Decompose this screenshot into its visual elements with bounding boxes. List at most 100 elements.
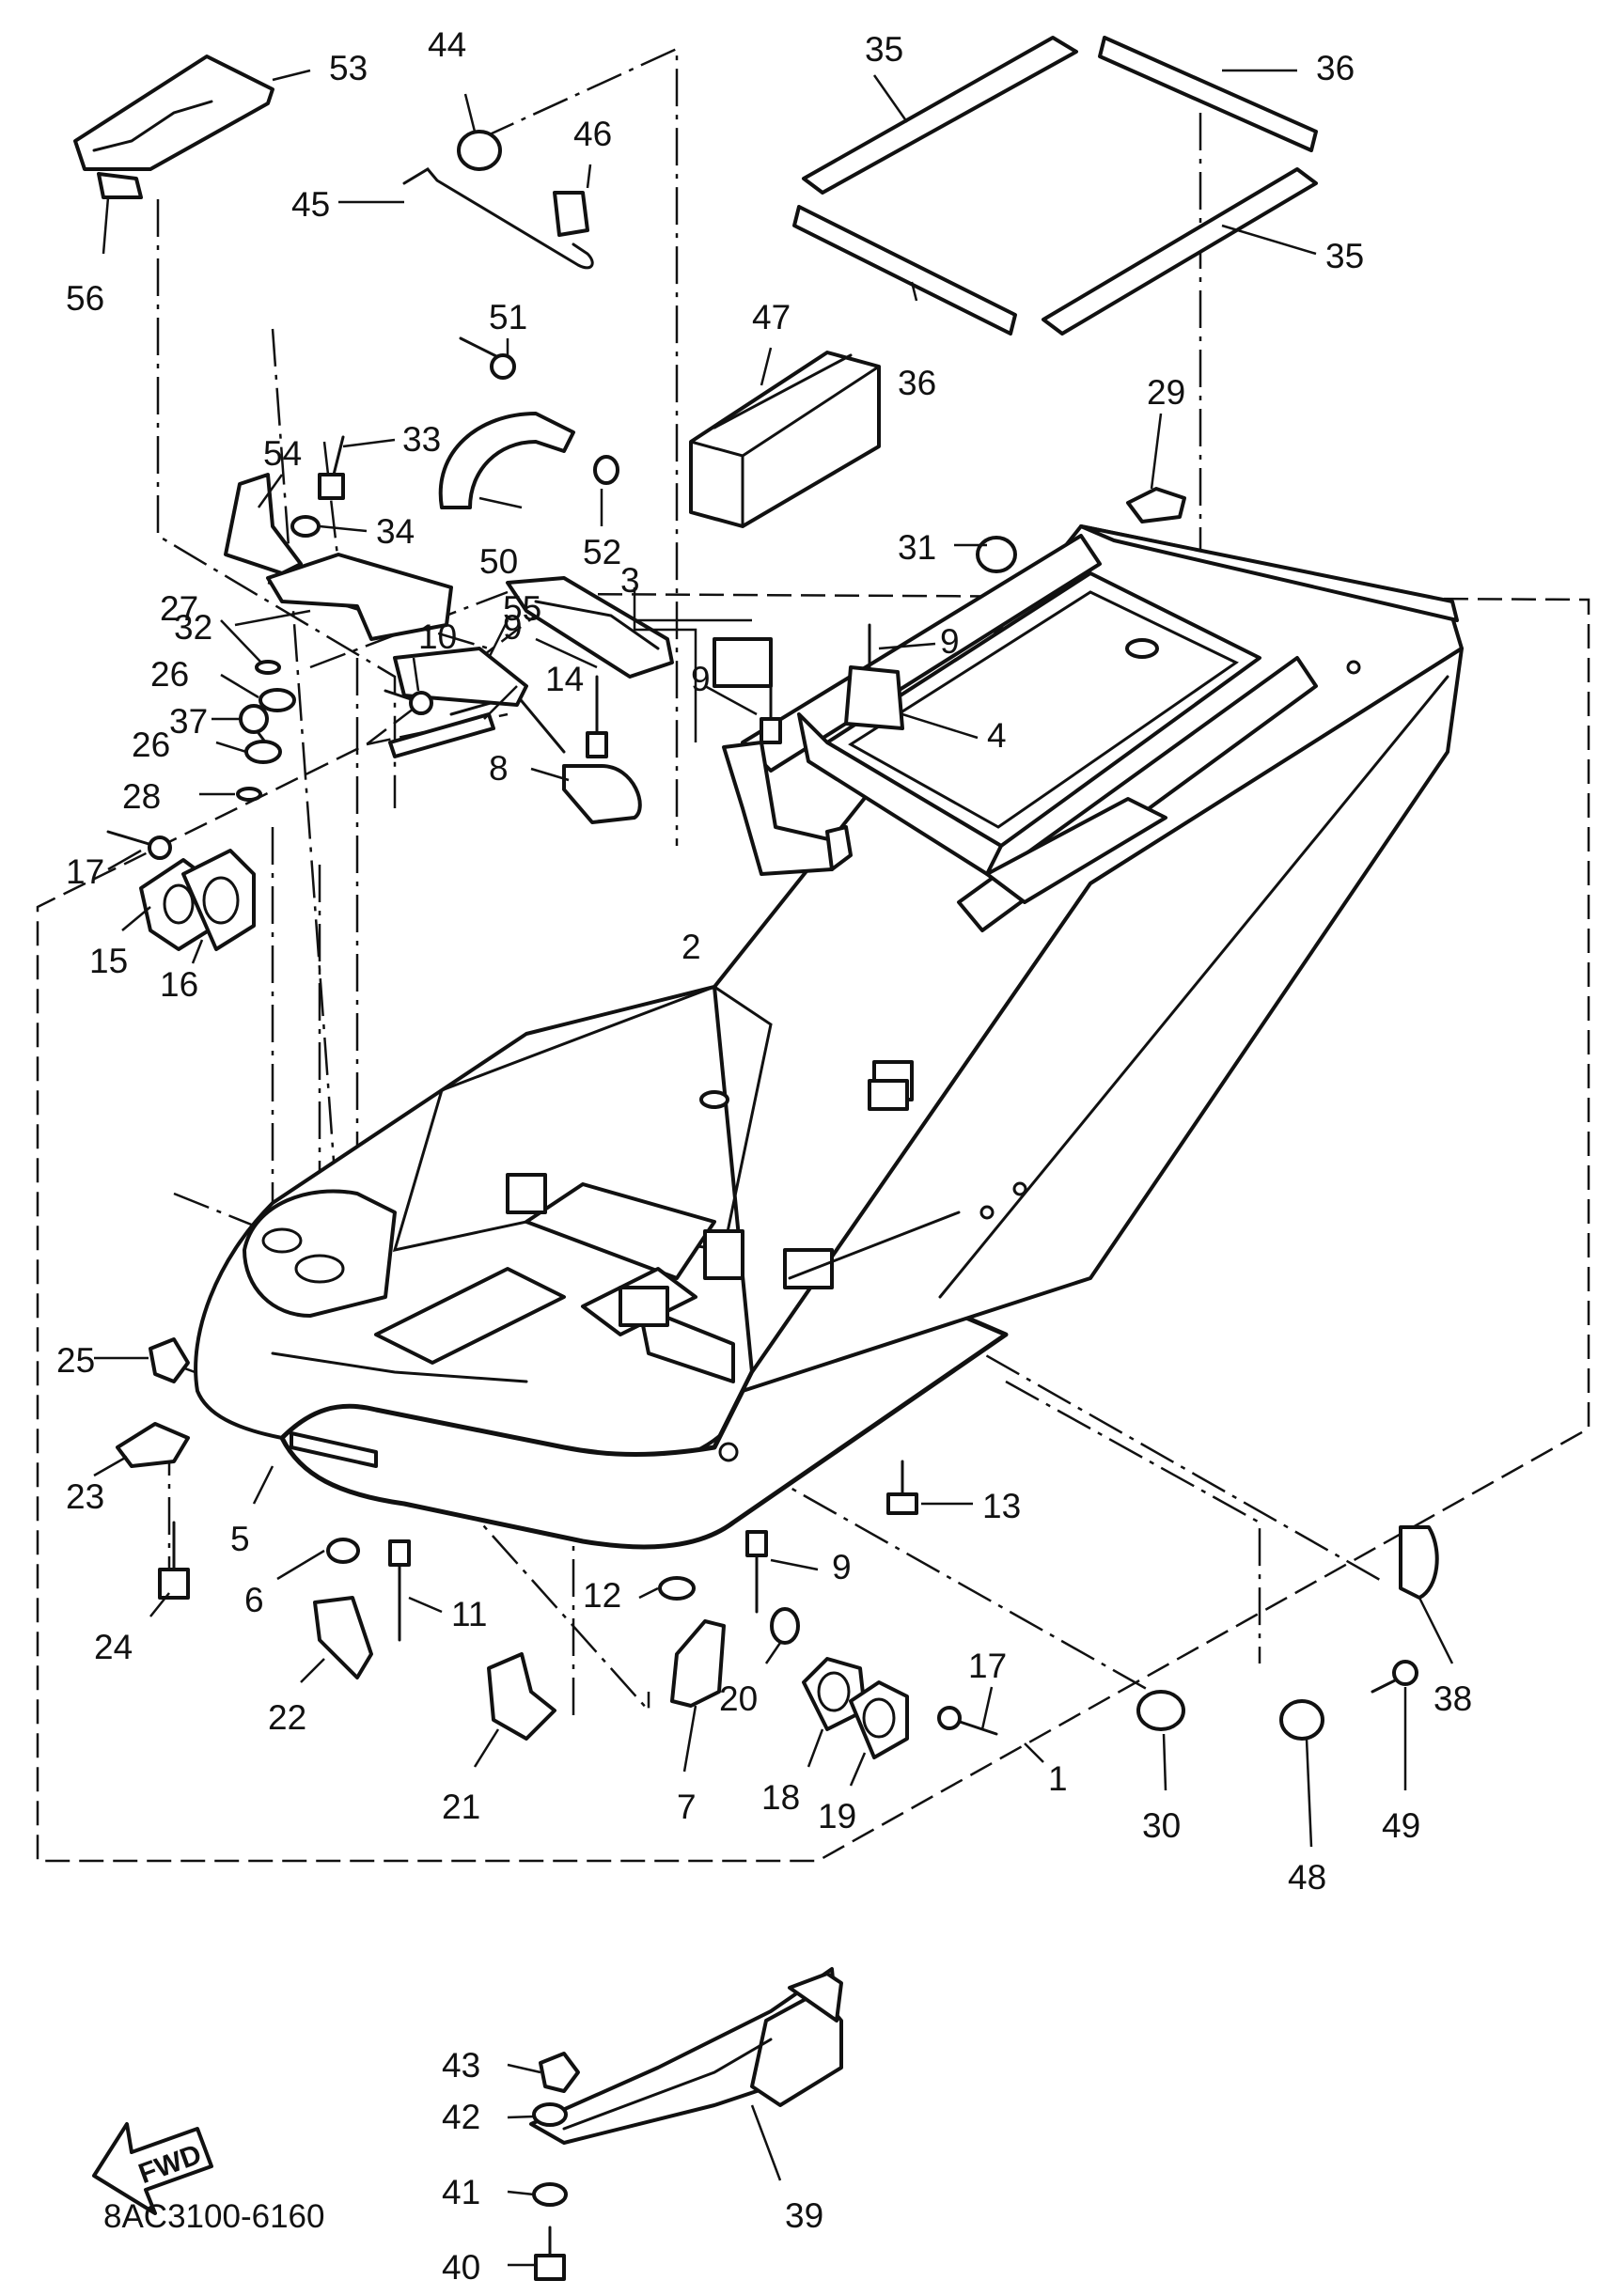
part-8-clamp xyxy=(562,764,642,824)
callout-7: 7 xyxy=(677,1788,697,1826)
callout-22: 22 xyxy=(268,1698,306,1737)
callout-33: 33 xyxy=(402,420,441,459)
part-18-flange xyxy=(802,1657,867,1731)
part-50-strap xyxy=(438,412,575,509)
callout-39: 39 xyxy=(785,2196,823,2235)
callout-20: 20 xyxy=(719,1679,758,1718)
callout-54: 54 xyxy=(263,434,302,473)
callout-43: 43 xyxy=(442,2046,480,2085)
part-35-rail-a xyxy=(802,36,1078,195)
callout-34: 34 xyxy=(376,512,415,551)
callout-labels: 53 56 44 45 46 35 36 35 36 47 51 50 52 3… xyxy=(56,25,1472,2287)
part-52-grommet xyxy=(593,455,619,485)
part-32-plate xyxy=(266,553,453,641)
part-22-bracket xyxy=(313,1596,373,1679)
part-6-grommet xyxy=(326,1538,360,1564)
part-9-bolt-d xyxy=(745,1530,768,1557)
part-56-pad xyxy=(97,172,143,199)
part-17-bolt-a xyxy=(106,830,157,848)
callout-12: 12 xyxy=(583,1576,621,1615)
callout-44: 44 xyxy=(428,25,466,64)
part-54-bracket xyxy=(224,473,303,575)
part-20-seal xyxy=(770,1607,800,1645)
part-31-bumper xyxy=(976,536,1017,573)
part-55-pad xyxy=(393,647,528,707)
callout-9b: 9 xyxy=(940,622,960,661)
part-46-clip xyxy=(553,191,589,237)
part-26-grommet-b xyxy=(244,740,282,764)
part-33-bolt xyxy=(332,435,345,476)
callout-35-top: 35 xyxy=(865,30,903,69)
callout-41: 41 xyxy=(442,2173,480,2211)
callout-13: 13 xyxy=(982,1487,1021,1525)
part-43-nut xyxy=(539,2052,580,2093)
part-27-seal xyxy=(255,660,281,675)
part-7-bracket xyxy=(670,1619,726,1708)
callout-36-top: 36 xyxy=(1316,49,1355,87)
part-4-bracket xyxy=(844,665,904,730)
callout-46: 46 xyxy=(573,115,612,153)
leader-lines xyxy=(93,69,1454,2267)
callout-4: 4 xyxy=(987,716,1007,755)
callout-31: 31 xyxy=(898,528,936,567)
diagram-code: 8AC3100-6160 xyxy=(103,2198,324,2235)
callout-15: 15 xyxy=(89,942,128,980)
part-29-pad xyxy=(1126,487,1186,523)
callout-36-mid: 36 xyxy=(898,364,936,402)
callout-27: 27 xyxy=(160,589,198,628)
callout-51: 51 xyxy=(489,298,527,336)
part-21-bracket xyxy=(487,1652,556,1741)
callout-30: 30 xyxy=(1142,1806,1181,1845)
callout-8: 8 xyxy=(489,749,509,788)
part-38-clip xyxy=(1399,1525,1439,1600)
part-23-plate xyxy=(116,1422,190,1468)
callout-38: 38 xyxy=(1434,1679,1472,1718)
part-10-screw xyxy=(384,689,415,702)
callout-17b: 17 xyxy=(968,1647,1007,1685)
callout-17a: 17 xyxy=(66,852,104,891)
part-25-nut xyxy=(149,1337,190,1383)
callout-50: 50 xyxy=(479,542,518,581)
callout-26a: 26 xyxy=(150,655,189,694)
callout-16: 16 xyxy=(160,965,198,1004)
callout-3: 3 xyxy=(620,561,640,600)
part-14-strip xyxy=(388,712,495,758)
callout-49: 49 xyxy=(1382,1806,1420,1845)
callout-53: 53 xyxy=(329,49,368,87)
callout-55: 55 xyxy=(503,589,541,628)
part-12-grommet xyxy=(658,1576,696,1601)
callout-6: 6 xyxy=(244,1581,264,1619)
callout-37: 37 xyxy=(169,702,208,741)
callout-29: 29 xyxy=(1147,373,1185,412)
callout-25: 25 xyxy=(56,1341,95,1380)
callout-21: 21 xyxy=(442,1788,480,1826)
part-28-ring xyxy=(236,787,262,802)
callout-5: 5 xyxy=(230,1520,250,1558)
callout-23: 23 xyxy=(66,1477,104,1516)
callout-52: 52 xyxy=(583,533,621,571)
part-47-battery xyxy=(689,351,881,528)
part-42-washer xyxy=(532,2102,568,2127)
part-36-rail-a xyxy=(1098,36,1318,152)
part-37-bolt xyxy=(239,704,269,734)
callout-28: 28 xyxy=(122,777,161,816)
part-16-flange xyxy=(181,849,256,951)
part-45-rod xyxy=(402,167,594,270)
callout-48: 48 xyxy=(1288,1858,1326,1897)
part-26-grommet-a xyxy=(258,688,296,712)
callout-10: 10 xyxy=(418,617,457,656)
part-48-plug xyxy=(1279,1699,1324,1741)
callout-24: 24 xyxy=(94,1628,133,1666)
part-30-plug xyxy=(1136,1690,1185,1731)
part-5-strip xyxy=(290,1431,378,1468)
callout-9a: 9 xyxy=(691,660,711,698)
callout-42: 42 xyxy=(442,2098,480,2136)
hull-frame xyxy=(194,524,1464,1550)
callout-11: 11 xyxy=(451,1595,487,1633)
callout-9c: 9 xyxy=(503,608,523,647)
part-41-washer xyxy=(532,2182,568,2207)
callout-14: 14 xyxy=(545,660,584,698)
fwd-arrow: FWD xyxy=(92,2122,213,2215)
part-39-bracket xyxy=(529,1967,843,2145)
callout-19: 19 xyxy=(818,1797,856,1835)
